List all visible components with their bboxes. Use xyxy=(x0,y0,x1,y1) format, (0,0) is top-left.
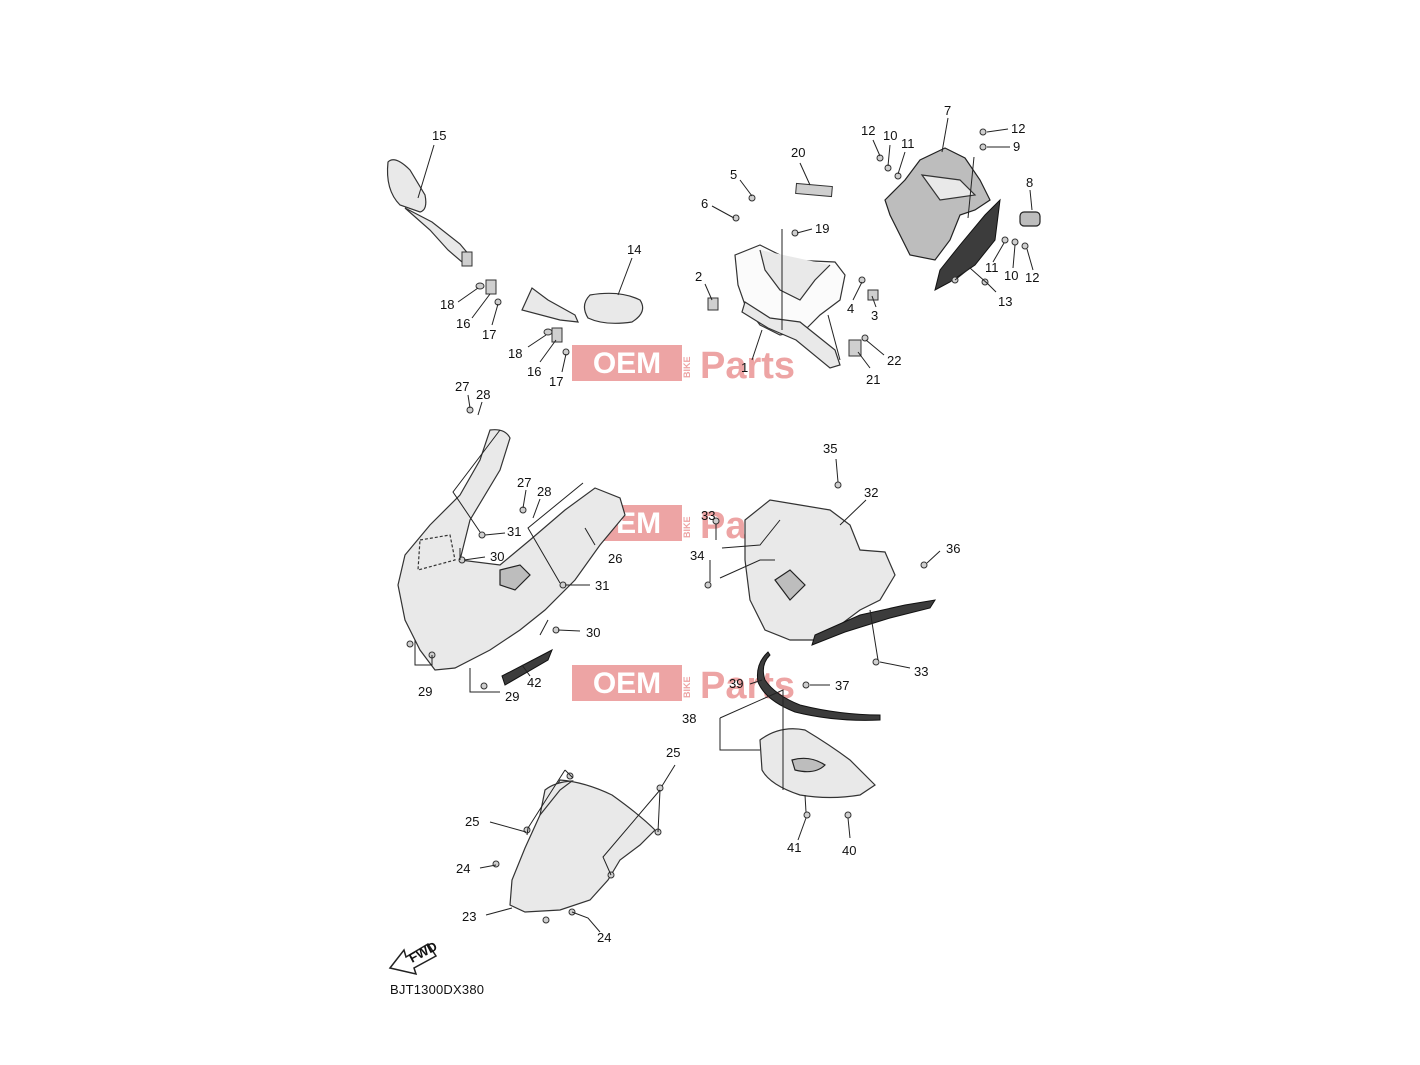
watermark-row-1: OEM BIKE Parts xyxy=(572,345,795,387)
mirror-left-part[interactable] xyxy=(521,287,644,324)
callout-27: 27 xyxy=(455,379,469,394)
callout-18: 18 xyxy=(508,346,522,361)
callout-18: 18 xyxy=(440,297,454,312)
callout-36: 36 xyxy=(946,541,960,556)
callout-42: 42 xyxy=(527,675,541,690)
bracket-stay-part[interactable] xyxy=(707,244,879,369)
callout-labels: 15 14 18 16 17 18 16 17 20 5 6 19 2 4 3 … xyxy=(418,103,1039,945)
inner-panel-hardware xyxy=(704,481,928,666)
callout-4: 4 xyxy=(847,301,854,316)
watermark-bike: BIKE xyxy=(682,676,692,698)
callout-10: 10 xyxy=(883,128,897,143)
headlight-part[interactable] xyxy=(884,147,1041,291)
callout-33: 33 xyxy=(701,508,715,523)
callout-35: 35 xyxy=(823,441,837,456)
callout-40: 40 xyxy=(842,843,856,858)
callout-25: 25 xyxy=(465,814,479,829)
callout-24: 24 xyxy=(456,861,470,876)
mirror-right-part[interactable] xyxy=(386,159,473,267)
windshield-part[interactable] xyxy=(509,779,656,913)
diagram-code: BJT1300DX380 xyxy=(390,982,485,997)
callout-31: 31 xyxy=(595,578,609,593)
mirror-hardware xyxy=(475,279,570,356)
callout-27: 27 xyxy=(517,475,531,490)
bracket-hardware xyxy=(732,182,869,357)
callout-19: 19 xyxy=(815,221,829,236)
callout-10: 10 xyxy=(1004,268,1018,283)
trim-strip-part[interactable] xyxy=(757,651,881,721)
watermark-bike: BIKE xyxy=(682,356,692,378)
callout-16: 16 xyxy=(456,316,470,331)
callout-33: 33 xyxy=(914,664,928,679)
callout-34: 34 xyxy=(690,548,704,563)
watermark-oem: OEM xyxy=(593,347,661,380)
callout-29: 29 xyxy=(505,689,519,704)
watermark-row-3: OEM BIKE Parts xyxy=(572,665,795,707)
callout-17: 17 xyxy=(549,374,563,389)
callout-38: 38 xyxy=(682,711,696,726)
callout-7: 7 xyxy=(944,103,951,118)
callout-8: 8 xyxy=(1026,175,1033,190)
under-cowl-hardware xyxy=(802,681,852,819)
callout-12: 12 xyxy=(1025,270,1039,285)
callout-12: 12 xyxy=(1011,121,1025,136)
fwd-arrow-icon: FWD xyxy=(388,939,440,976)
callout-2: 2 xyxy=(695,269,702,284)
callout-11: 11 xyxy=(985,260,999,275)
callout-14: 14 xyxy=(627,242,641,257)
callout-41: 41 xyxy=(787,840,801,855)
callout-30: 30 xyxy=(490,549,504,564)
callout-23: 23 xyxy=(462,909,476,924)
callout-32: 32 xyxy=(864,485,878,500)
callout-3: 3 xyxy=(871,308,878,323)
leader-lines xyxy=(414,117,1034,933)
callout-29: 29 xyxy=(418,684,432,699)
watermark-parts: Parts xyxy=(700,345,795,387)
callout-16: 16 xyxy=(527,364,541,379)
callout-11: 11 xyxy=(901,136,915,151)
callout-1: 1 xyxy=(741,360,748,375)
callout-15: 15 xyxy=(432,128,446,143)
callout-17: 17 xyxy=(482,327,496,342)
callout-5: 5 xyxy=(730,167,737,182)
callout-12: 12 xyxy=(861,123,875,138)
watermark-bike: BIKE xyxy=(682,516,692,538)
callout-31: 31 xyxy=(507,524,521,539)
callout-24: 24 xyxy=(597,930,611,945)
callout-21: 21 xyxy=(866,372,880,387)
callout-39: 39 xyxy=(729,676,743,691)
callout-28: 28 xyxy=(537,484,551,499)
watermark-oem: OEM xyxy=(593,667,661,700)
callout-22: 22 xyxy=(887,353,901,368)
under-cowl-part[interactable] xyxy=(759,728,876,799)
callout-20: 20 xyxy=(791,145,805,160)
callout-9: 9 xyxy=(1013,139,1020,154)
callout-6: 6 xyxy=(701,196,708,211)
callout-25: 25 xyxy=(666,745,680,760)
callout-37: 37 xyxy=(835,678,849,693)
callout-28: 28 xyxy=(476,387,490,402)
callout-30: 30 xyxy=(586,625,600,640)
callout-13: 13 xyxy=(998,294,1012,309)
inner-panel-part[interactable] xyxy=(744,499,937,646)
side-cowling-part[interactable] xyxy=(397,429,626,686)
callout-26: 26 xyxy=(608,551,622,566)
